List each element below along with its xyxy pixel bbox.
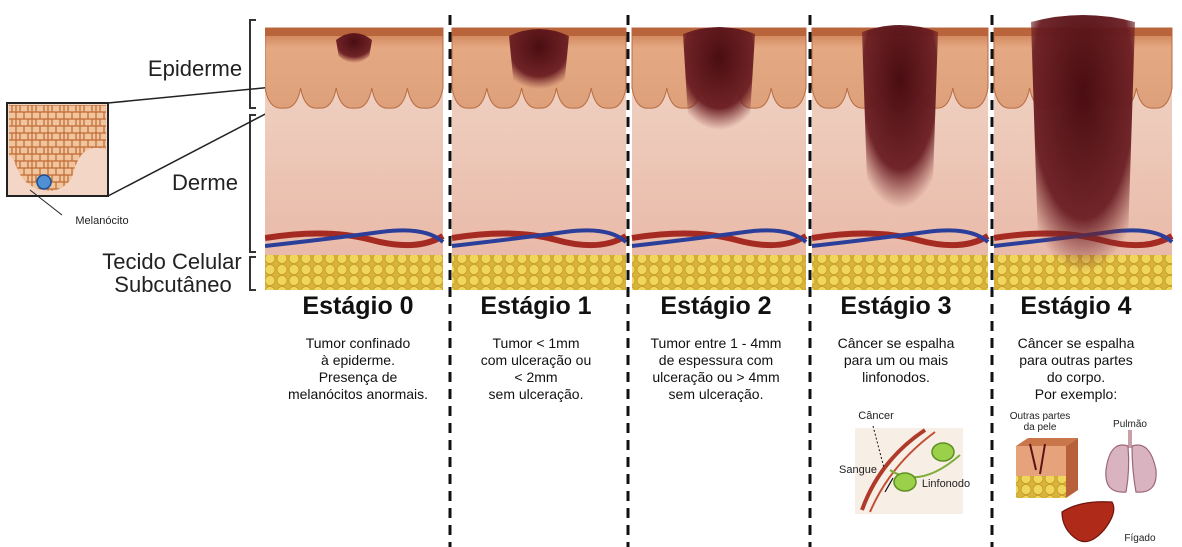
tumor [683,27,755,130]
fat-layer [452,255,626,290]
tecido-label-line2: Subcutâneo [98,273,248,297]
lungs-icon [1106,430,1156,492]
tecido-label-line1: Tecido Celular [92,250,252,274]
stage-description-0: Tumor confinado à epiderme. Presença de … [270,335,446,403]
skin-sample-icon [1016,438,1078,498]
derme-label: Derme [160,171,250,195]
liver-icon [1062,502,1114,542]
figado-label: Fígado [1118,533,1162,544]
tumor [509,29,569,89]
stage-description-3: Câncer se espalha para um ou mais linfon… [808,335,984,386]
melanocyte-inset [7,87,297,215]
tumor [1031,15,1135,273]
fat-layer [265,255,443,290]
stage-description-4: Câncer se espalha para outras partes do … [988,335,1164,403]
metastasis-examples [1016,430,1156,542]
pele-label: Outras partes da pele [1000,411,1080,433]
skin-block-stage-2 [632,27,806,290]
sangue-label: Sangue [836,464,880,476]
stage-title-0: Estágio 0 [270,292,446,321]
skin-block-stage-1 [452,28,626,290]
tumor [862,25,938,208]
epiderme-label: Epiderme [140,57,250,81]
pulmao-label: Pulmão [1108,419,1152,430]
stage-title-2: Estágio 2 [628,292,804,321]
stage-title-4: Estágio 4 [988,292,1164,321]
fat-layer [632,255,806,290]
stage-description-2: Tumor entre 1 - 4mm de espessura com ulc… [628,335,804,403]
stage-title-3: Estágio 3 [808,292,984,321]
skin-block-stage-4 [994,15,1172,290]
stage-description-1: Tumor < 1mm com ulceração ou < 2mm sem u… [448,335,624,403]
linfonodo-label: Linfonodo [916,478,976,490]
skin-block-stage-0 [265,28,443,290]
stage-title-1: Estágio 1 [448,292,624,321]
melanocito-label: Melanócito [62,215,142,227]
skin-block-stage-3 [812,25,988,290]
cancer-label: Câncer [856,410,896,422]
fat-layer [812,255,988,290]
